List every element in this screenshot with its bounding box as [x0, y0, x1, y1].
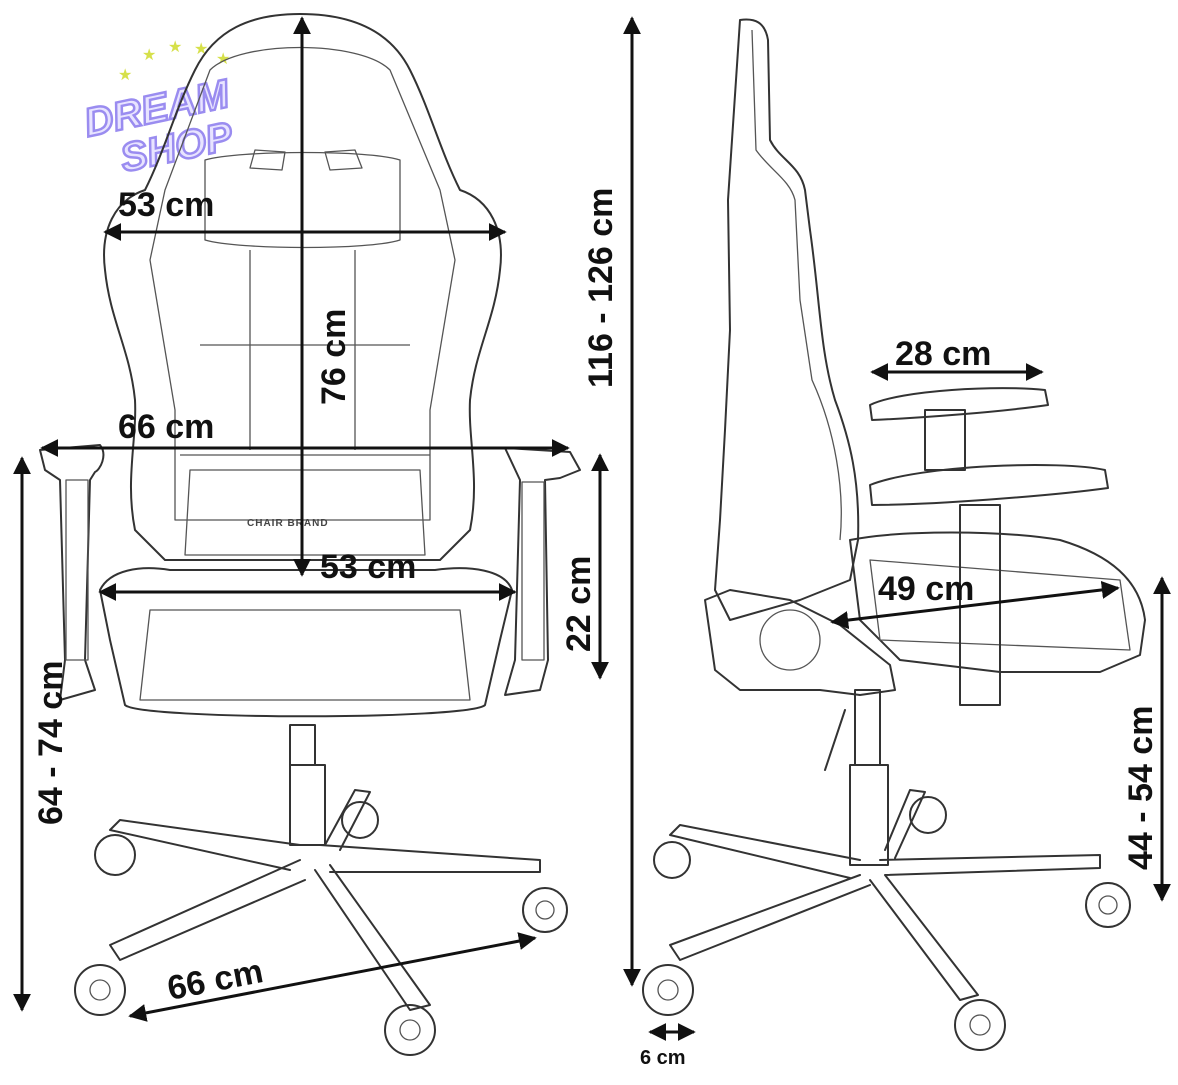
front-chair-sketch: CHAIR BRAND [39, 13, 581, 1056]
front-brand-label: CHAIR BRAND [247, 518, 329, 529]
base-diameter-line [128, 932, 537, 1022]
side-backrest [714, 18, 860, 621]
front-base [109, 789, 541, 1011]
headrest-width-label: 53 cm [118, 186, 214, 224]
armrest-height-label: 22 cm [560, 556, 598, 652]
svg-text:★: ★ [194, 41, 208, 58]
total-height-label: 116 - 126 cm [582, 188, 620, 388]
seat-depth-label: 49 cm [878, 570, 974, 608]
side-seat-height-label: 44 - 54 cm [1122, 706, 1160, 870]
svg-text:★: ★ [168, 39, 182, 56]
side-dimension-lines [623, 16, 1171, 1041]
seat-width-label: 53 cm [320, 548, 416, 586]
svg-text:★: ★ [142, 47, 156, 64]
side-dimension-labels: 116 - 126 cm 28 cm 49 cm 44 - 54 cm 6 cm [582, 188, 1160, 1069]
side-gas-lift [854, 689, 881, 766]
side-seat [849, 531, 1146, 673]
side-base [669, 789, 1101, 1001]
wheel-width-label: 6 cm [640, 1047, 686, 1069]
svg-text:★: ★ [118, 67, 132, 84]
seat-depth-line [830, 580, 1120, 630]
side-seat-hinge [704, 589, 896, 696]
armrest-span-label: 66 cm [118, 408, 214, 446]
side-armrest-lower [869, 464, 1109, 506]
side-wheels [642, 796, 1131, 1051]
side-armrest-top [869, 387, 1049, 421]
seat-height-label: 64 - 74 cm [32, 661, 70, 825]
side-chair-sketch [642, 18, 1146, 1051]
front-gas-lift [289, 724, 316, 766]
backrest-height-label: 76 cm [315, 309, 353, 405]
logo-stars: ★ ★ ★ ★ ★ [118, 39, 230, 84]
armrest-width-label: 28 cm [895, 335, 991, 373]
front-dimension-lines [13, 16, 609, 1022]
dream-shop-logo: ★ ★ ★ ★ ★ DREAM SHOP [79, 39, 238, 182]
svg-text:★: ★ [216, 51, 230, 68]
front-seat [99, 567, 513, 718]
front-dimension-labels: 53 cm 76 cm 66 cm 53 cm 22 cm 64 - 74 cm… [32, 186, 598, 1008]
front-wheels [74, 801, 568, 1056]
